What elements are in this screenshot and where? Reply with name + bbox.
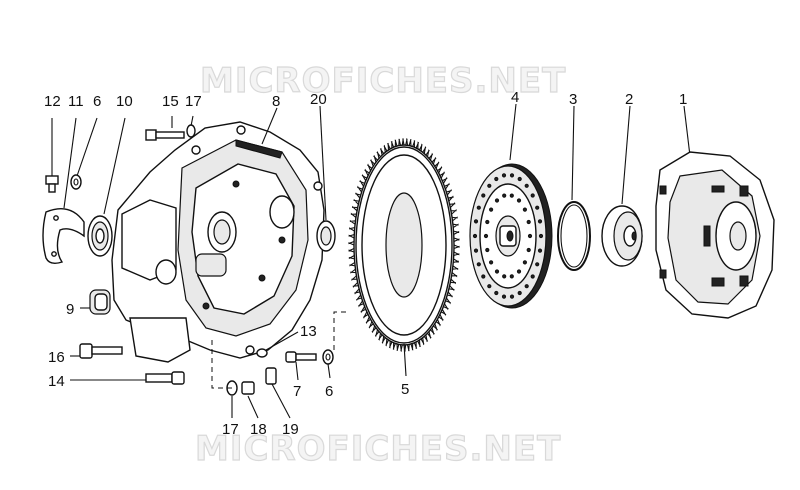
part-1-clutch-cover — [655, 105, 775, 319]
callout-label: 3 — [569, 91, 577, 108]
part-14-bolt — [70, 371, 185, 385]
callout-label: 18 — [250, 421, 267, 438]
part-2-pressure-plate — [601, 105, 643, 267]
rivet-hole — [535, 262, 540, 267]
rivet-hole — [489, 260, 494, 265]
rivet-hole — [501, 173, 507, 178]
rivet-hole — [476, 262, 481, 267]
part-6-washer-lower — [322, 349, 334, 379]
assembly-guide-line — [333, 311, 346, 352]
rivet-hole — [538, 233, 544, 239]
rivet-hole — [509, 294, 515, 299]
rivet-hole — [473, 219, 479, 224]
callout-label: 8 — [272, 93, 280, 110]
callout-label: 2 — [625, 91, 633, 108]
callout-label: 5 — [401, 381, 409, 398]
rivet-hole — [502, 274, 507, 279]
rivet-hole — [509, 274, 514, 279]
callout-label: 12 — [44, 93, 61, 110]
rivet-hole — [502, 193, 507, 198]
rivet-hole — [473, 248, 479, 253]
callout-label: 4 — [511, 89, 519, 106]
part-6-washer-top — [70, 117, 98, 190]
rivet-hole — [487, 284, 492, 289]
rivet-hole — [509, 193, 514, 198]
rivet-hole — [481, 274, 486, 279]
callout-label: 9 — [66, 301, 74, 318]
part-3-snap-ring — [557, 105, 591, 271]
part-17-washer-top — [186, 115, 196, 138]
part-18-nut — [241, 381, 259, 419]
rivet-hole — [472, 233, 478, 239]
callout-label: 11 — [68, 93, 84, 110]
callout-label: 6 — [93, 93, 101, 110]
rivet-hole — [494, 176, 499, 182]
rivet-hole — [530, 193, 535, 198]
rivet-hole — [522, 260, 528, 265]
callout-label: 1 — [679, 91, 687, 108]
callout-label: 13 — [300, 323, 317, 340]
rivet-hole — [524, 183, 529, 188]
rivet-hole — [535, 205, 540, 210]
rivet-hole — [494, 269, 500, 274]
callout-label: 17 — [185, 93, 202, 110]
rivet-hole — [516, 198, 522, 203]
rivet-hole — [530, 274, 535, 279]
rivet-hole — [527, 233, 533, 239]
watermark-bottom: MICROFICHES.NET — [195, 429, 561, 469]
rivet-hole — [485, 219, 490, 225]
rivet-hole — [494, 290, 499, 296]
rivet-hole — [526, 219, 531, 225]
rivet-hole — [517, 176, 522, 182]
watermark-top: MICROFICHES.NET — [200, 61, 566, 101]
part-9-plug — [80, 289, 111, 315]
callout-labels: 12 11 6 10 15 17 8 20 4 3 2 1 9 16 14 13… — [44, 89, 687, 438]
part-11-retainer-plate — [42, 117, 85, 265]
rivet-hole — [494, 198, 500, 203]
rivet-hole — [524, 284, 529, 289]
rivet-hole — [537, 248, 543, 253]
friction-rivets — [472, 173, 544, 299]
callout-label: 6 — [325, 383, 333, 400]
rivet-hole — [476, 205, 481, 210]
part-13-washer — [256, 331, 299, 358]
rivet-hole — [522, 207, 528, 212]
part-5-flywheel — [348, 138, 460, 377]
callout-label: 19 — [282, 421, 299, 438]
part-7-bolt — [285, 351, 317, 381]
rivet-hole — [485, 247, 490, 253]
part-19-nipple — [265, 367, 291, 419]
callout-label: 10 — [116, 93, 133, 110]
part-12-bolt — [45, 118, 59, 193]
rivet-hole — [509, 173, 515, 178]
ring-gear-tooth-outline — [348, 138, 460, 352]
rivet-hole — [517, 290, 522, 296]
part-4-clutch-disc — [469, 103, 553, 309]
part-8-clutch-housing — [111, 107, 325, 363]
part-20-seal — [316, 105, 336, 252]
callout-label: 16 — [48, 349, 65, 366]
part-16-bolt — [70, 343, 123, 359]
callout-label: 14 — [48, 373, 65, 390]
assembly-guide-line — [211, 340, 232, 389]
rivet-hole — [483, 233, 489, 239]
part-10-bearing — [87, 117, 126, 257]
callout-label: 7 — [293, 383, 301, 400]
callout-label: 17 — [222, 421, 239, 438]
callout-label: 15 — [162, 93, 179, 110]
rivet-hole — [526, 247, 531, 253]
rivet-hole — [489, 207, 494, 212]
part-17-washer-lower — [226, 380, 238, 418]
rivet-hole — [481, 193, 486, 198]
rivet-hole — [516, 269, 522, 274]
rivet-hole — [487, 183, 492, 188]
part-15-bolt — [145, 116, 185, 141]
callout-label: 20 — [310, 91, 327, 108]
rivet-hole — [537, 219, 543, 224]
rivet-hole — [501, 294, 507, 299]
